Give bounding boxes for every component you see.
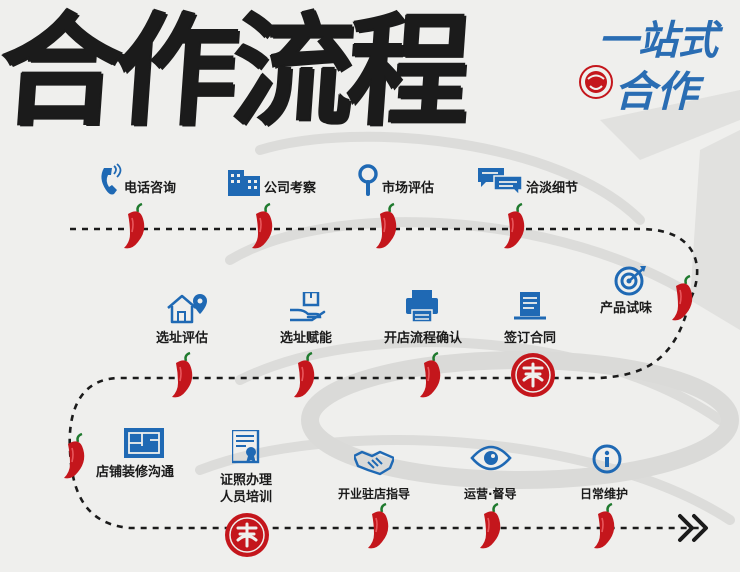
arrow-end-icon (678, 514, 708, 542)
chili-marker-8 (170, 351, 194, 399)
certificate-icon (232, 430, 260, 464)
chili-marker-2 (250, 202, 274, 250)
chili-marker-10 (366, 502, 390, 550)
chili-marker-1 (122, 202, 146, 250)
step-label-11b: 人员培训 (220, 490, 273, 505)
step-label-9: 选址评估 (156, 331, 209, 346)
step-label-7: 开店流程确认 (384, 331, 463, 346)
brand-seal-icon (511, 353, 555, 397)
building-icon (228, 170, 260, 196)
chili-marker-4 (502, 202, 526, 250)
chili-marker-11 (478, 502, 502, 550)
step-label-3: 市场评估 (382, 181, 435, 196)
step-label-2: 公司考察 (264, 181, 317, 196)
blueprint-icon (124, 428, 164, 458)
step-label-6: 签订合同 (504, 331, 557, 346)
target-icon (614, 266, 646, 296)
small-red-seal-icon (579, 65, 613, 99)
step-label-12: 开业驻店指导 (338, 487, 411, 501)
slogan-line-1: 一站式 (598, 17, 718, 64)
step-label-13: 运营·督导 (464, 487, 517, 501)
slogan-line-2: 合作 (614, 67, 699, 116)
step-label-10: 店铺装修沟通 (96, 465, 175, 480)
step-label-14: 日常维护 (580, 487, 629, 501)
step-label-11a: 证照办理 (220, 473, 273, 488)
step-label-1: 电话咨询 (124, 181, 177, 196)
chili-marker-7 (292, 351, 316, 399)
eye-icon (470, 445, 512, 471)
step-label-8: 选址赋能 (280, 331, 333, 346)
step-label-4: 洽淡细节 (526, 181, 579, 196)
brand-seal-icon (225, 513, 269, 557)
chili-marker-9 (62, 432, 86, 480)
handshake-icon (354, 450, 394, 476)
printer-icon (406, 290, 438, 322)
chili-marker-5 (670, 274, 694, 322)
chili-marker-3 (374, 202, 398, 250)
location-house-icon (167, 294, 207, 324)
hand-box-icon (290, 292, 326, 322)
phone-icon (101, 163, 122, 195)
contract-icon (514, 292, 546, 320)
info-icon (592, 444, 622, 474)
chat-bubbles-icon (478, 168, 522, 196)
step-label-5: 产品试味 (600, 301, 653, 316)
magnifier-icon (358, 164, 378, 196)
chili-marker-6 (418, 351, 442, 399)
chili-marker-12 (592, 502, 616, 550)
